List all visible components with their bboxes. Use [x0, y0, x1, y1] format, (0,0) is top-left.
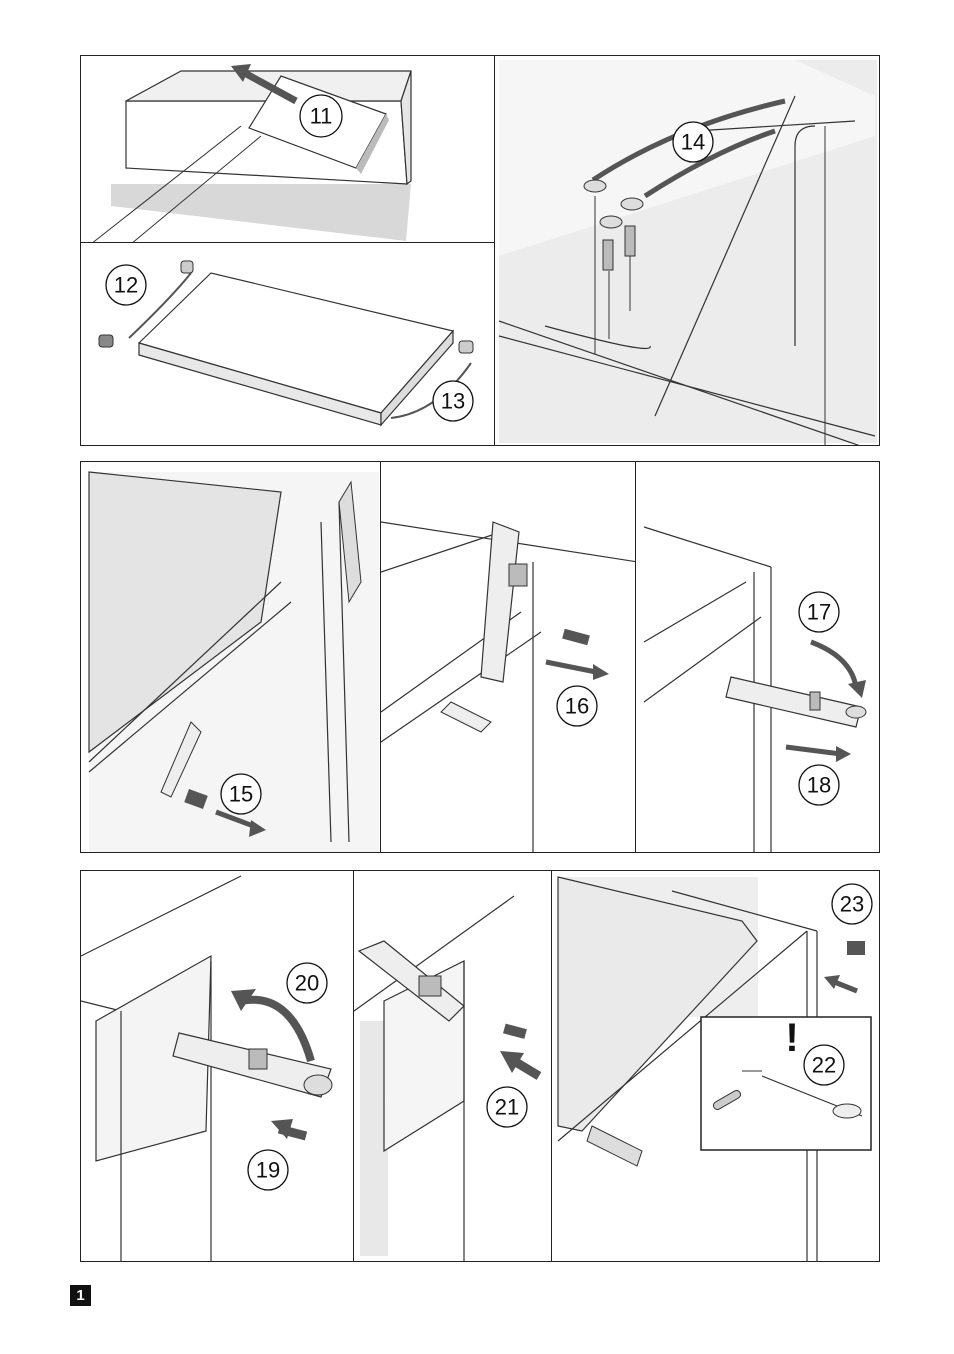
panel-step-22-23: 23 ! 22	[551, 870, 880, 1262]
panel-step-12-13: 12 13	[80, 242, 496, 446]
step-21-number: 21	[495, 1095, 519, 1120]
step-18-number: 18	[807, 773, 831, 798]
step-20-number: 20	[295, 971, 319, 996]
panel-step-14: 14	[494, 55, 880, 446]
panel-step-17-18: 17 18	[635, 461, 880, 853]
step-16-number: 16	[565, 694, 589, 719]
warning-mark: !	[785, 1016, 798, 1060]
panel-step-11: 11	[80, 55, 496, 245]
illustration-cover-caps-screws: 14	[495, 56, 880, 446]
step-17-number: 17	[807, 600, 831, 625]
step-11-number: 11	[310, 104, 333, 129]
illustration-lid-removal: 11	[81, 56, 496, 245]
step-15-number: 15	[229, 782, 253, 807]
illustration-hinge-bracket-screw: 16	[381, 462, 637, 853]
illustration-bracket-screw-in: 21	[354, 871, 553, 1262]
step-19-number: 19	[256, 1158, 280, 1183]
step-13-number: 13	[441, 389, 465, 414]
illustration-top-hinge-screw: 15	[81, 462, 382, 853]
panel-step-21: 21	[353, 870, 553, 1262]
illustration-door-hinge-final: 23 ! 22	[552, 871, 880, 1262]
panel-step-15: 15	[80, 461, 382, 853]
step-22-number: 22	[812, 1053, 836, 1078]
illustration-hinge-bracket-rotate: 17 18	[636, 462, 880, 853]
panel-step-19-20: 20 19	[80, 870, 355, 1262]
figure-label: 1	[70, 1285, 91, 1306]
step-14-number: 14	[681, 130, 705, 155]
illustration-bracket-reinsert: 20 19	[81, 871, 355, 1262]
step-23-number: 23	[840, 892, 864, 917]
illustration-lid-hinge-pins: 12 13	[81, 243, 496, 446]
step-12-number: 12	[114, 273, 138, 298]
panel-step-16: 16	[380, 461, 637, 853]
